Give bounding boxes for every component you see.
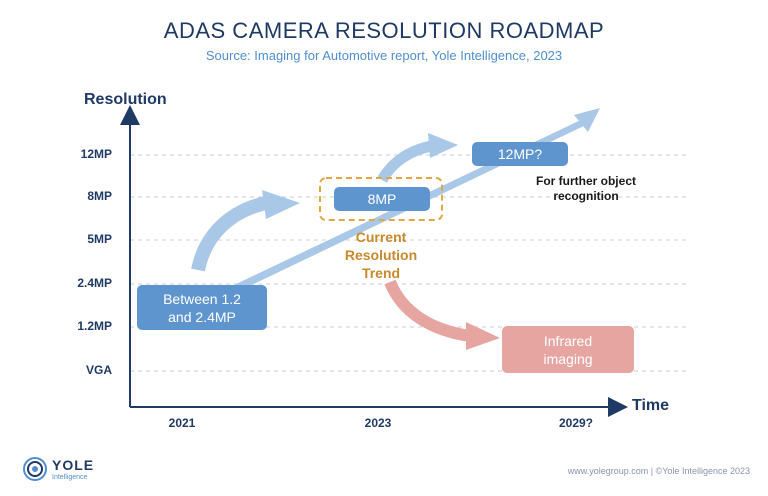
y-tick-1-2mp: 1.2MP [77, 319, 112, 333]
box-infrared-imaging: Infrared imaging [502, 326, 634, 373]
logo-name: YOLE [52, 457, 95, 473]
current-trend-label: Current Resolution Trend [344, 229, 418, 281]
x-tick-2021: 2021 [168, 416, 196, 430]
curved-arrow-to-infrared [384, 279, 500, 350]
y-tick-5mp: 5MP [87, 232, 112, 246]
x-tick-2029: 2029? [558, 416, 594, 430]
curved-arrow-to-8mp [191, 190, 300, 272]
box-8mp: 8MP [334, 187, 430, 211]
y-tick-vga: VGA [85, 363, 112, 377]
yole-logo: YOLE Intelligence [22, 454, 132, 484]
current-highlight-frame [319, 177, 443, 221]
future-note: For further object recognition [535, 174, 636, 203]
curved-arrow-to-12mp [377, 133, 458, 183]
y-tick-8mp: 8MP [87, 189, 112, 203]
box-between-1-2-and-2-4mp: Between 1.2 and 2.4MP [137, 285, 267, 330]
yole-logo-icon [23, 457, 47, 481]
box-12mp: 12MP? [472, 142, 568, 166]
logo-subtitle: Intelligence [52, 474, 88, 481]
y-tick-2-4mp: 2.4MP [77, 276, 112, 290]
x-tick-2023: 2023 [364, 416, 392, 430]
footer-credit: www.yolegroup.com | ©Yole Intelligence 2… [567, 466, 750, 476]
x-axis-title: Time [632, 397, 670, 414]
y-axis-title: Resolution [84, 91, 167, 108]
page-subtitle: Source: Imaging for Automotive report, Y… [205, 48, 563, 63]
y-tick-12mp: 12MP [80, 147, 112, 161]
page-title: ADAS CAMERA RESOLUTION ROADMAP [163, 18, 605, 43]
